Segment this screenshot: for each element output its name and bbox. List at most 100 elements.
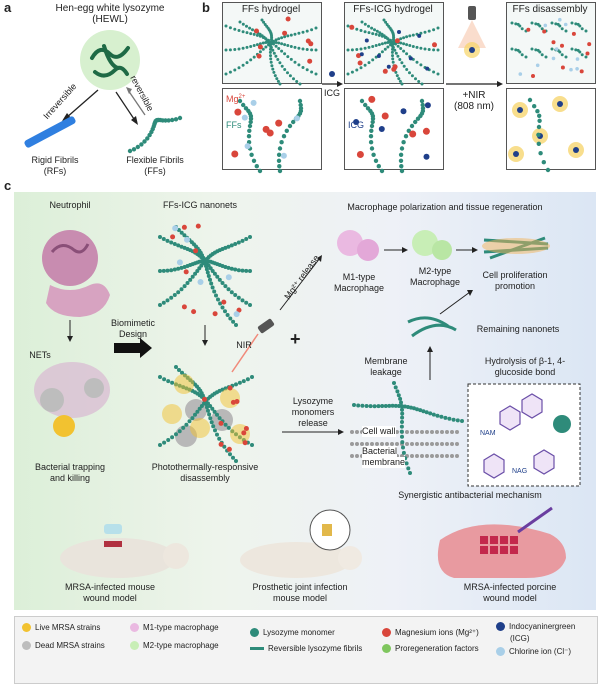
particle-dot [575, 67, 579, 71]
fibril-bead [237, 66, 241, 70]
fibril-bead [378, 31, 382, 35]
nets-label: NETs [29, 350, 51, 360]
fibril-bead [215, 432, 219, 437]
fibril-bead [400, 411, 405, 416]
fibril-bead [267, 40, 270, 44]
fibril-bead [195, 269, 200, 273]
fibril-bead [403, 134, 409, 139]
fibril-bead [279, 140, 284, 145]
fibril-bead [176, 243, 181, 248]
joint-model-label-2: mouse model [272, 593, 328, 603]
fibril-bead [399, 400, 403, 405]
fibril-bead [269, 54, 272, 58]
icg-zoom-label: ICG [348, 120, 365, 130]
particle-dot [218, 420, 224, 426]
particle-dot [526, 27, 531, 32]
fibril-bead [346, 48, 350, 52]
fibril-bead [544, 55, 548, 59]
fibril-bead [380, 50, 384, 54]
particle-dot [294, 115, 300, 122]
particle-dot [241, 430, 247, 436]
fibril-bead [145, 136, 150, 141]
fibril-bead [447, 416, 452, 421]
m2-label-1: M2-type [418, 266, 452, 276]
particle-dot [244, 143, 251, 150]
particle-dot [254, 28, 259, 34]
fibril-bead [231, 455, 235, 460]
fibril-bead [389, 40, 392, 44]
fibril-bead [406, 405, 410, 409]
particle-dot [386, 64, 391, 69]
fibril-bead [283, 52, 287, 56]
fibril-bead [289, 57, 293, 61]
fibril-bead [391, 47, 394, 51]
fibril-bead [217, 416, 222, 421]
particle-dot [241, 114, 248, 121]
fibril-bead [399, 404, 404, 409]
membrane-leakage-1: Membrane [364, 356, 408, 366]
fibril-bead [570, 47, 574, 51]
fibril-bead [165, 238, 170, 243]
nanonets-label: FFs-ICG nanonets [162, 200, 238, 210]
lysozyme-release-1: Lysozyme [292, 396, 334, 406]
fibril-bead [570, 21, 574, 25]
legend-fibrils: Reversible lysozyme fibrils [250, 644, 362, 653]
fibril-bead [370, 116, 376, 121]
design-label: Design [118, 329, 147, 339]
fibril-bead [314, 48, 318, 52]
fibril-bead [223, 284, 228, 289]
particle-dot [518, 72, 523, 76]
fibril-bead [271, 48, 275, 52]
fibril-bead [255, 43, 259, 47]
fibril-bead [371, 45, 375, 48]
reversible-arrow-down [115, 91, 137, 123]
fibril-bead [295, 80, 299, 83]
fibril-bead [237, 380, 242, 385]
particle-dot [233, 311, 240, 318]
fibril-bead [258, 42, 262, 46]
fibril-bead [188, 277, 193, 282]
hewl-protein-icon [90, 44, 130, 78]
nir-wavelength-label: (808 nm) [453, 101, 494, 112]
pig-wounds [480, 536, 518, 554]
fibril-bead [540, 27, 544, 31]
fibril-bead [420, 82, 424, 86]
fibril-bead [398, 152, 404, 157]
fibril-bead [177, 429, 182, 434]
fibril-bead [424, 410, 429, 415]
fibril-bead [346, 24, 350, 28]
fibril-bead [398, 158, 404, 163]
fibril-bead [460, 419, 464, 423]
fibril-bead [408, 34, 412, 38]
hydrogel-jar [104, 524, 122, 534]
fibril-bead [356, 403, 361, 408]
fibril-bead [411, 33, 415, 37]
hewl-abbr: (HEWL) [92, 14, 128, 25]
bacterial-membrane-label-2: membrane [362, 457, 406, 468]
fibril-bead [204, 264, 208, 268]
fibril-bead [248, 119, 253, 125]
legend-icg-abbr: (ICG) [510, 634, 530, 643]
fibril-bead [207, 412, 212, 417]
membrane-lipid [355, 454, 359, 458]
fibril-bead [276, 58, 280, 61]
fibril-bead [399, 429, 404, 434]
lysozyme-release-2: monomers [291, 407, 335, 417]
fibril-bead [208, 277, 212, 282]
fibril-bead [413, 119, 418, 125]
fibril-bead [391, 45, 395, 49]
fibril-bead [375, 29, 379, 33]
fibril-bead [574, 22, 578, 26]
fibril-bead [170, 435, 175, 440]
cell-wall-label: Cell wall [362, 426, 396, 437]
fibril-bead [258, 50, 262, 54]
membrane-lipid [440, 454, 444, 458]
fibril-bead [439, 414, 444, 419]
fibril-bead [142, 139, 147, 144]
particle-dot [225, 274, 232, 281]
fibril-bead [257, 168, 263, 174]
fibril-bead [182, 233, 187, 238]
fibril-bead [538, 24, 542, 28]
cell-prolif-label-2: promotion [494, 281, 536, 291]
